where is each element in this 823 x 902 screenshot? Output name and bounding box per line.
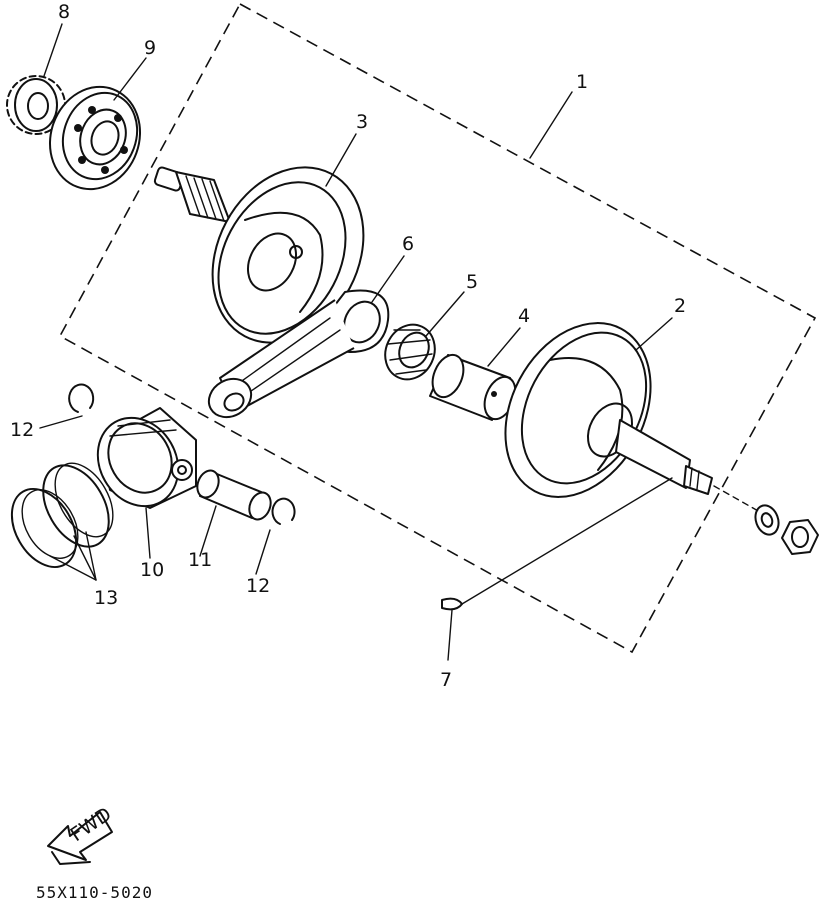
part-washer [754, 504, 780, 536]
part-key [441, 597, 463, 611]
callout-2: 2 [674, 295, 686, 317]
fwd-arrow-icon: FWD [47, 803, 116, 865]
callout-6: 6 [402, 233, 414, 255]
callout-8: 8 [58, 1, 70, 23]
callout-7: 7 [440, 669, 452, 691]
callout-12-upper: 12 [10, 419, 34, 441]
callout-4: 4 [518, 305, 530, 327]
leader-lines [39, 23, 673, 661]
part-needle-bearing [384, 323, 436, 381]
part-nut [781, 519, 819, 555]
callout-9: 9 [144, 37, 156, 59]
part-crank-left [153, 166, 365, 344]
part-connecting-rod [207, 289, 390, 419]
callout-1: 1 [576, 71, 588, 93]
part-circlip-lower [271, 497, 296, 525]
part-bearing [48, 85, 142, 191]
part-circlip-upper [68, 383, 95, 413]
part-sprocket [6, 75, 66, 135]
callout-10: 10 [140, 559, 164, 581]
diagram-code: 55X110-5020 [36, 883, 153, 902]
callout-13: 13 [94, 587, 118, 609]
callout-11: 11 [188, 549, 212, 571]
assembly-boundary [58, 2, 817, 654]
callout-5: 5 [466, 271, 478, 293]
part-crank-right [504, 322, 713, 498]
callout-3: 3 [356, 111, 368, 133]
part-piston [96, 407, 197, 509]
part-piston-pin [196, 469, 272, 521]
callout-12-lower: 12 [246, 575, 270, 597]
